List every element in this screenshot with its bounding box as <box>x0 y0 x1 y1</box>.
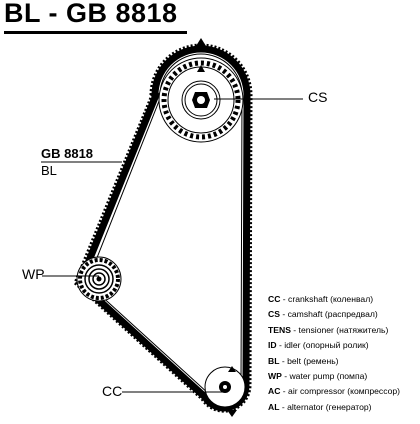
crankshaft-pulley <box>204 366 246 417</box>
label-wp: WP <box>22 266 45 282</box>
belt-outline <box>76 45 251 412</box>
legend-row: TENS - tensioner (натяжитель) <box>268 324 389 335</box>
title-underline <box>4 31 187 34</box>
page-title: BL - GB 8818 <box>4 0 178 28</box>
legend-row: WP - water pump (помпа) <box>268 371 368 382</box>
legend-row: BL - belt (ремень) <box>268 355 339 366</box>
label-cs: CS <box>308 89 328 105</box>
belt-code-label: GB 8818 <box>41 146 94 161</box>
water-pump-pulley <box>76 256 122 302</box>
legend-row: CS - camshaft (распредвал) <box>268 309 378 320</box>
legend-row: AC - air compressor (компрессор) <box>268 386 401 397</box>
legend-row: CC - crankshaft (коленвал) <box>268 294 374 304</box>
legend-row: ID - idler (опорный ролик) <box>268 340 369 351</box>
belt-type-label: BL <box>41 163 57 178</box>
legend-row: AL - alternator (генератор) <box>268 401 372 412</box>
legend: CC - crankshaft (коленвал) CS - camshaft… <box>268 292 400 415</box>
camshaft-pulley <box>158 38 244 143</box>
label-cc: CC <box>102 383 123 399</box>
